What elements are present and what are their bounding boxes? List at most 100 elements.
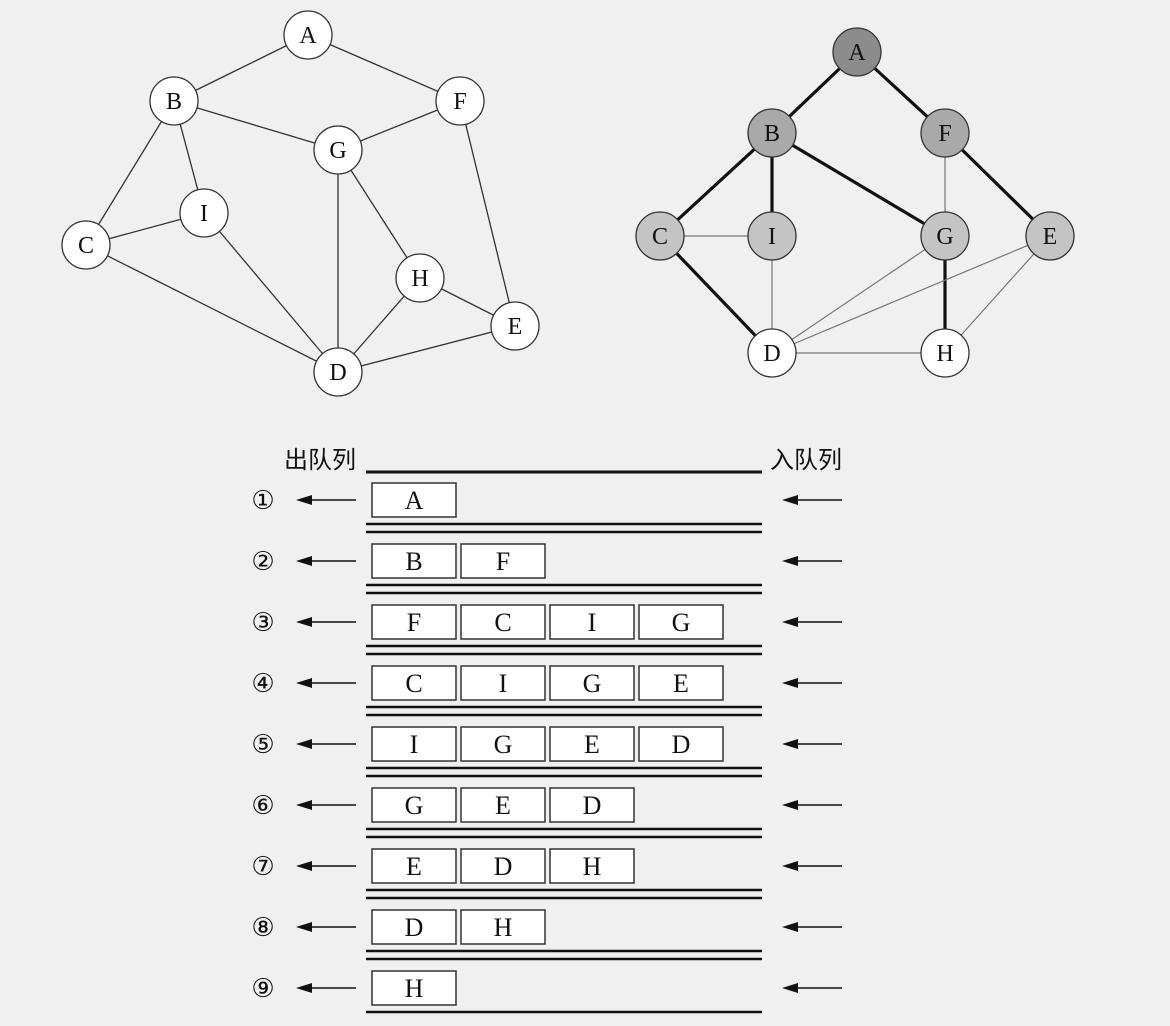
queue-cell-label: F [407, 608, 421, 637]
node-circle [920, 211, 970, 261]
node-A: A [832, 27, 882, 77]
queue-cell [549, 787, 635, 823]
node-C: C [635, 211, 685, 261]
node-label: H [411, 266, 428, 292]
queue-cell-label: A [405, 486, 424, 515]
enqueue-arrowhead [782, 678, 798, 688]
node-label: C [78, 233, 94, 259]
queue-cell [549, 604, 635, 640]
node-label: C [652, 224, 668, 250]
edge-A-B [173, 34, 309, 102]
dequeue-label: 出队列 [284, 446, 356, 474]
queue-cell-label: D [672, 730, 691, 759]
node-B: B [149, 76, 199, 126]
step-number: ⑨ [251, 974, 274, 1004]
dequeue-arrowhead [296, 495, 312, 505]
node-label: F [453, 89, 466, 115]
node-circle [149, 76, 199, 126]
node-E: E [1025, 211, 1075, 261]
queue-cell [460, 909, 546, 945]
dequeue-arrowhead [296, 617, 312, 627]
queue-cell-label: F [496, 547, 510, 576]
queue-cell-label: H [583, 852, 602, 881]
node-label: A [848, 40, 866, 66]
edge-A-F [307, 34, 461, 102]
step-number: ⑥ [251, 791, 274, 821]
node-F: F [920, 108, 970, 158]
queue-cell-label: G [583, 669, 602, 698]
edge-G-D [771, 235, 946, 354]
edge-F-E [459, 100, 516, 327]
queue-cell [371, 970, 457, 1006]
node-C: C [61, 220, 111, 270]
queue-cell-label: G [494, 730, 513, 759]
node-G: G [313, 125, 363, 175]
queue-cell-label: I [499, 669, 508, 698]
node-label: D [763, 341, 780, 367]
edge-C-D [85, 244, 339, 373]
step-number: ⑦ [251, 852, 274, 882]
tree-edge-C-D [658, 234, 774, 355]
queue-cell [549, 665, 635, 701]
queue-cell-label: H [405, 974, 424, 1003]
queue-cell [638, 604, 724, 640]
dequeue-arrowhead [296, 800, 312, 810]
queue-cell [371, 726, 457, 762]
dequeue-arrowhead [296, 556, 312, 566]
queue-cell [371, 787, 457, 823]
queue-cell-label: E [495, 791, 511, 820]
enqueue-arrowhead [782, 800, 798, 810]
enqueue-arrowhead [782, 739, 798, 749]
node-label: A [299, 23, 317, 49]
node-label: E [508, 314, 523, 340]
queue-cell [638, 665, 724, 701]
queue-cell [549, 726, 635, 762]
node-F: F [435, 76, 485, 126]
queue-cell [460, 726, 546, 762]
step-number: ⑤ [251, 730, 274, 760]
enqueue-arrowhead [782, 617, 798, 627]
queue-cell [638, 726, 724, 762]
node-circle [920, 108, 970, 158]
step-number: ④ [251, 669, 274, 699]
queue-cell-label: G [672, 608, 691, 637]
edge-B-C [85, 100, 175, 246]
node-H: H [395, 253, 445, 303]
queue-cell-label: H [494, 913, 513, 942]
node-I: I [747, 211, 797, 261]
node-label: D [329, 360, 346, 386]
node-B: B [747, 108, 797, 158]
node-label: G [329, 138, 346, 164]
queue-cell [371, 482, 457, 518]
node-circle [313, 125, 363, 175]
node-H: H [920, 328, 970, 378]
node-label: I [768, 224, 776, 250]
node-label: H [936, 341, 953, 367]
step-number: ② [251, 547, 274, 577]
node-label: I [200, 201, 208, 227]
node-circle [1025, 211, 1075, 261]
node-circle [435, 76, 485, 126]
node-label: G [936, 224, 953, 250]
edge-D-E [337, 325, 516, 373]
queue-cell [371, 848, 457, 884]
node-circle [179, 188, 229, 238]
enqueue-arrowhead [782, 922, 798, 932]
edge-E-D [771, 235, 1051, 354]
queue-cell [460, 848, 546, 884]
queue-cell-label: G [405, 791, 424, 820]
queue-cell [371, 543, 457, 579]
queue-cell [371, 604, 457, 640]
queue-cell [460, 665, 546, 701]
queue-cell [549, 848, 635, 884]
bfs-tree-graph: A B F C I G E D H [635, 27, 1075, 378]
node-circle [61, 220, 111, 270]
node-circle [490, 301, 540, 351]
